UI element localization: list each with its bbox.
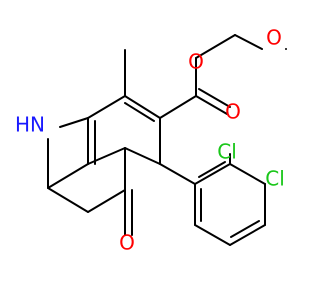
bond [195,95,228,115]
bond [124,147,161,165]
chlorine-top-label: Cl [217,140,237,164]
bond [234,34,263,50]
bond [159,163,196,185]
bond [87,95,126,119]
bond [87,189,126,213]
bond [229,163,266,185]
bond [124,95,161,119]
methoxy-oxygen-label: O [266,26,282,50]
bond [229,224,266,246]
nh-label: HN [15,113,45,137]
bond [230,220,260,238]
atom-label-group: HN O O O O Cl Cl [15,26,285,255]
bond [195,34,236,59]
chlorine-right-label: Cl [265,167,285,191]
ester-oxygen-label: O [188,50,204,74]
bond [159,95,197,119]
bond [198,161,226,178]
bond [47,163,89,189]
bond [59,117,89,128]
ketone-oxygen-label: O [119,231,135,255]
bond [194,163,231,185]
bond [47,187,89,213]
bond [194,224,231,246]
structure-canvas: HN O O O O Cl Cl [15,25,287,255]
carbonyl-oxygen-label: O [225,100,241,124]
bond [198,88,231,108]
bond-group [47,34,287,246]
molecule-diagram: HN O O O O Cl Cl [15,26,287,255]
bond [124,102,155,122]
bond [87,147,126,165]
